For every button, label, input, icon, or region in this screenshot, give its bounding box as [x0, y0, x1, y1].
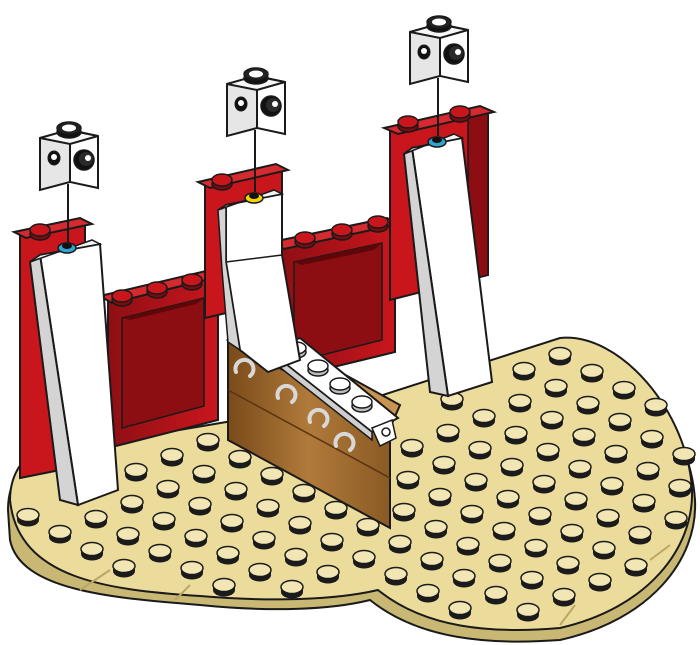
- stud: [461, 506, 483, 524]
- stud: [629, 527, 651, 545]
- stud: [485, 587, 507, 605]
- stud: [505, 427, 527, 445]
- stud: [117, 528, 139, 546]
- stud: [601, 478, 623, 496]
- stud: [521, 572, 543, 590]
- stud: [529, 508, 551, 526]
- stud: [221, 515, 243, 533]
- stud: [433, 457, 455, 475]
- stud: [393, 504, 415, 522]
- stud: [609, 414, 631, 432]
- stud: [257, 500, 279, 518]
- stud: [49, 526, 71, 544]
- stud: [589, 574, 611, 592]
- stud: [281, 581, 303, 599]
- stud: [289, 517, 311, 535]
- stud: [457, 538, 479, 556]
- stud: [17, 509, 39, 527]
- stud: [85, 511, 107, 529]
- stud: [613, 382, 635, 400]
- stud: [513, 363, 535, 381]
- stud: [425, 521, 447, 539]
- stud: [449, 602, 471, 620]
- stud: [429, 489, 451, 507]
- stud: [525, 540, 547, 558]
- stud: [453, 570, 475, 588]
- stud: [497, 491, 519, 509]
- stud: [181, 562, 203, 580]
- stud: [113, 560, 135, 578]
- stud: [217, 547, 239, 565]
- white-1x1-brick-with-side-stud-icon: [410, 16, 468, 84]
- stud: [581, 365, 603, 383]
- stud: [545, 380, 567, 398]
- stud: [489, 555, 511, 573]
- stud: [637, 463, 659, 481]
- stud: [573, 429, 595, 447]
- stud: [421, 553, 443, 571]
- stud: [625, 559, 647, 577]
- stud: [549, 348, 571, 366]
- stud: [673, 448, 695, 466]
- stud: [121, 496, 143, 514]
- stud: [537, 444, 559, 462]
- white-1x1-brick-with-side-stud-icon: [40, 122, 98, 190]
- stud: [593, 542, 615, 560]
- stud: [473, 410, 495, 428]
- stud: [533, 476, 555, 494]
- stud: [253, 532, 275, 550]
- stud: [501, 459, 523, 477]
- stud: [561, 525, 583, 543]
- stud: [597, 510, 619, 528]
- stud: [605, 446, 627, 464]
- stud: [385, 568, 407, 586]
- stud: [325, 502, 347, 520]
- stud: [517, 604, 539, 622]
- stud: [189, 498, 211, 516]
- stud: [293, 485, 315, 503]
- stud: [81, 543, 103, 561]
- stud: [229, 451, 251, 469]
- red-wall-left: [100, 270, 222, 448]
- stud: [557, 557, 579, 575]
- stud: [577, 397, 599, 415]
- stud: [641, 431, 663, 449]
- stud: [465, 474, 487, 492]
- stud: [553, 589, 575, 607]
- stud: [261, 468, 283, 486]
- stud: [417, 585, 439, 603]
- stud: [213, 579, 235, 597]
- stud: [225, 483, 247, 501]
- stud: [249, 564, 271, 582]
- stud: [153, 513, 175, 531]
- stud: [193, 466, 215, 484]
- stud: [437, 425, 459, 443]
- white-1x1-brick-with-side-stud-icon: [227, 68, 285, 136]
- stud: [285, 549, 307, 567]
- stud: [321, 534, 343, 552]
- stud: [389, 536, 411, 554]
- stud: [161, 449, 183, 467]
- stud: [665, 512, 687, 530]
- stud: [669, 480, 691, 498]
- stud: [493, 523, 515, 541]
- stud: [541, 412, 563, 430]
- stud: [185, 530, 207, 548]
- stud: [565, 493, 587, 511]
- stud: [149, 545, 171, 563]
- stud: [353, 551, 375, 569]
- stud: [633, 495, 655, 513]
- stud: [157, 481, 179, 499]
- stud: [469, 442, 491, 460]
- stud: [125, 464, 147, 482]
- stud: [397, 472, 419, 490]
- stud: [645, 399, 667, 417]
- stud: [509, 395, 531, 413]
- stud: [569, 461, 591, 479]
- stud: [401, 440, 423, 458]
- stud: [317, 566, 339, 584]
- stud: [197, 434, 219, 452]
